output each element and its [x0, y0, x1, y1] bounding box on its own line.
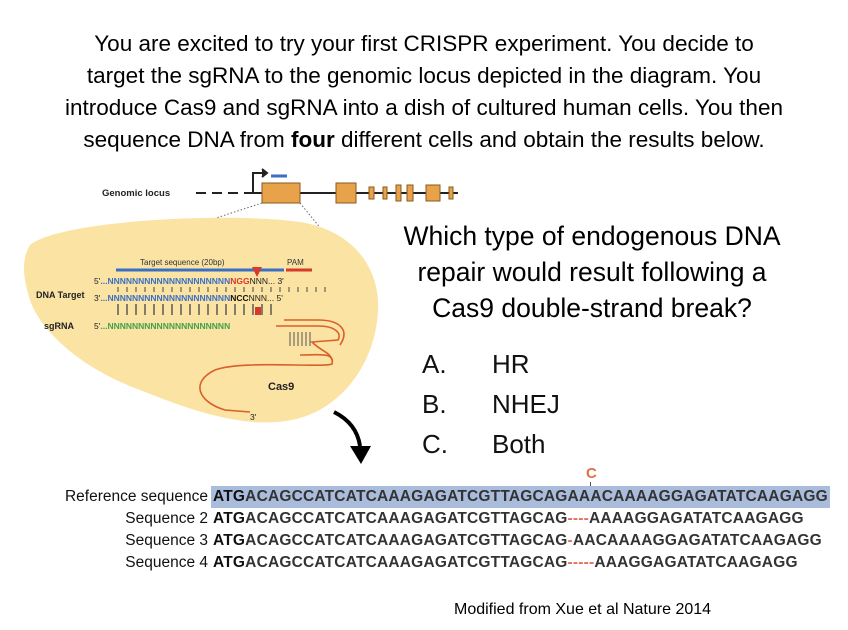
choice-text: Both [492, 429, 546, 459]
exons [261, 182, 454, 204]
sequence-label: Reference sequence [64, 488, 208, 505]
tail-3prime-label: 3' [250, 412, 257, 422]
choice-c[interactable]: C. Both [422, 424, 560, 464]
curved-arrow [333, 410, 371, 464]
choice-letter: A. [422, 349, 447, 379]
sequence-label: Sequence 3 [125, 532, 208, 549]
intro-line-4-post: different cells and obtain the results b… [334, 127, 765, 152]
sequence-text: ATGACAGCCATCATCAAAGAGATCGTTAGCAG-AACAAAA… [213, 532, 822, 549]
dna-target-label: DNA Target [36, 290, 85, 300]
sequence-text: ATGACAGCCATCATCAAAGAGATCGTTAGCAG----AAAA… [213, 510, 804, 527]
top-strand: 5'...NNNNNNNNNNNNNNNNNNNNNGGNNN... 3' [94, 276, 284, 286]
sgrna-scaffold [199, 319, 345, 413]
choice-b[interactable]: B. NHEJ [422, 384, 560, 424]
bottom-strand: 3'...NNNNNNNNNNNNNNNNNNNNNCCNNN... 5' [94, 293, 283, 303]
sequence-row-2: Sequence 2 ATGACAGCCATCATCAAAGAGATCGTTAG… [30, 508, 820, 530]
sequence-text: ATGACAGCCATCATCAAAGAGATCGTTAGCAG-----AAA… [213, 554, 798, 571]
choice-letter: C. [422, 429, 448, 459]
sequence-label: Sequence 2 [125, 510, 208, 527]
sequence-row-reference: Reference sequence ATGACAGCCATCATCAAAGAG… [30, 486, 830, 508]
intro-line-2: target the sgRNA to the genomic locus de… [86, 63, 762, 88]
genomic-locus-label: Genomic locus [102, 188, 170, 199]
choice-text: NHEJ [492, 389, 560, 419]
pam-label: PAM [287, 258, 304, 267]
question-line-2: repair would result following a [417, 257, 767, 287]
insertion-base: C [586, 465, 597, 482]
intro-line-4: sequence DNA from four different cells a… [10, 124, 838, 156]
intro-line-4-pre: sequence DNA from [83, 127, 291, 152]
sequence-text: ATGACAGCCATCATCAAAGAGATCGTTAGCAGAAACAAAA… [211, 486, 830, 508]
intro-line-1: You are excited to try your first CRISPR… [94, 31, 754, 56]
sequence-row-3: Sequence 3 ATGACAGCCATCATCAAAGAGATCGTTAG… [30, 530, 822, 552]
intro-line-3: introduce Cas9 and sgRNA into a dish of … [65, 95, 783, 120]
choice-a[interactable]: A. HR [422, 344, 560, 384]
sequence-row-4: Sequence 4 ATGACAGCCATCATCAAAGAGATCGTTAG… [30, 552, 820, 574]
question-line-1: Which type of endogenous DNA [403, 221, 781, 251]
choice-letter: B. [422, 389, 447, 419]
answer-choices: A. HR B. NHEJ C. Both [422, 344, 560, 464]
cut-site-bottom [255, 307, 261, 315]
cut-site-marker [252, 267, 262, 277]
strand-ticks [117, 287, 326, 292]
question-line-3: Cas9 double-strand break? [432, 293, 752, 323]
choice-text: HR [492, 349, 530, 379]
figure-credit: Modified from Xue et al Nature 2014 [454, 601, 712, 618]
sgrna-strand: 5'...NNNNNNNNNNNNNNNNNNNN [94, 321, 230, 331]
sequence-alignment: Reference sequence ATGACAGCCATCATCAAAGAG… [30, 486, 830, 574]
cas9-label: Cas9 [268, 381, 294, 393]
promoter-arrow [252, 168, 269, 193]
sgrna-label: sgRNA [44, 321, 75, 331]
hybrid-ticks [117, 304, 272, 315]
intro-line-4-bold: four [291, 127, 335, 152]
target-sequence-label: Target sequence (20bp) [140, 258, 225, 267]
scaffold-stem [289, 332, 311, 346]
intro-paragraph: You are excited to try your first CRISPR… [10, 28, 838, 156]
sequence-label: Sequence 4 [125, 554, 208, 571]
insertion-mark: C [586, 465, 597, 489]
question-text: Which type of endogenous DNA repair woul… [372, 218, 812, 326]
